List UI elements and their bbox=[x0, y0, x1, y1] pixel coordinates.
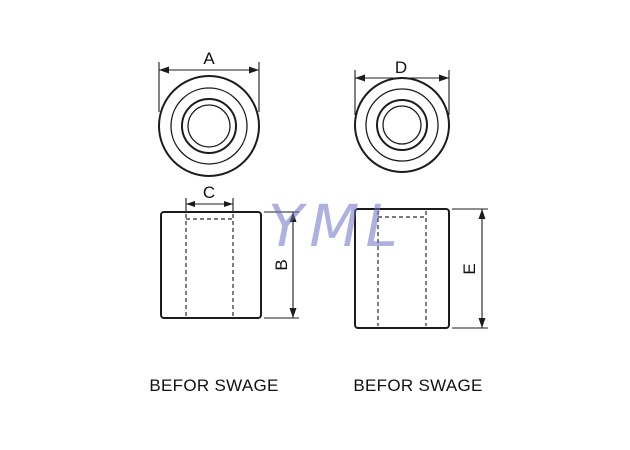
dim-b-label: B bbox=[272, 259, 291, 270]
right-inner-circle bbox=[376, 99, 428, 151]
dim-c-label: C bbox=[203, 183, 215, 202]
left-inner-circle bbox=[181, 98, 237, 154]
right-bore-circle bbox=[382, 105, 422, 145]
dimension-a: A bbox=[158, 49, 260, 112]
dimension-e: E bbox=[452, 208, 488, 329]
dim-e-arrow-top bbox=[478, 209, 486, 219]
caption-right: BEFOR SWAGE bbox=[353, 376, 482, 395]
left-middle-circle bbox=[170, 87, 248, 165]
caption-left: BEFOR SWAGE bbox=[149, 376, 278, 395]
dim-e-arrow-bottom bbox=[478, 318, 486, 328]
right-middle-circle bbox=[365, 88, 439, 162]
dim-a-label: A bbox=[203, 49, 215, 68]
left-side-view bbox=[160, 211, 262, 319]
watermark-logo: YML bbox=[268, 192, 404, 260]
dim-a-arrow-right bbox=[249, 66, 259, 74]
dim-d-arrow-left bbox=[355, 74, 365, 82]
dim-d-arrow-right bbox=[439, 74, 449, 82]
dim-c-arrow-right bbox=[224, 201, 233, 207]
dim-c-arrow-left bbox=[186, 201, 195, 207]
dimension-b: B bbox=[264, 211, 299, 319]
left-side-body bbox=[160, 211, 262, 319]
right-end-view bbox=[354, 77, 450, 173]
dim-a-arrow-left bbox=[159, 66, 169, 74]
left-bore-circle bbox=[187, 104, 231, 148]
dim-e-label: E bbox=[460, 263, 479, 274]
dimension-c: C bbox=[185, 183, 234, 213]
right-side-view bbox=[354, 208, 450, 329]
dimension-d: D bbox=[354, 58, 450, 115]
dim-d-label: D bbox=[395, 58, 407, 77]
left-end-view bbox=[158, 75, 260, 177]
dim-b-arrow-top bbox=[289, 212, 297, 222]
dim-b-arrow-bottom bbox=[289, 308, 297, 318]
